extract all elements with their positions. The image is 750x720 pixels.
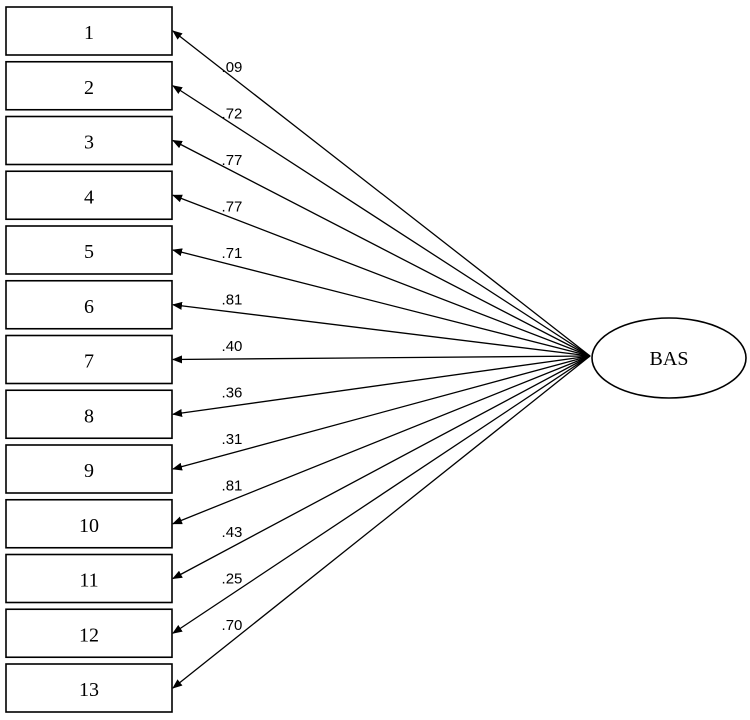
item-box-rect bbox=[5, 334, 173, 385]
item-label: 7 bbox=[84, 351, 94, 373]
item-label: 11 bbox=[79, 570, 98, 592]
paths-layer: .09 .72 .77 .77 .71 .81 .40 .36 .31 .81 .43 .25 .70 bbox=[172, 30, 591, 689]
path-arrow-12 bbox=[172, 355, 591, 634]
loading-label: .77 bbox=[222, 152, 243, 169]
item-box-rect bbox=[5, 389, 173, 440]
loading-label: .71 bbox=[222, 245, 243, 262]
item-box-12: 12 bbox=[5, 608, 173, 659]
item-box-rect bbox=[5, 444, 173, 494]
item-label: 13 bbox=[79, 679, 99, 701]
item-box-3: 3 bbox=[5, 115, 173, 166]
loading-label: .70 bbox=[222, 617, 243, 634]
item-label: 12 bbox=[79, 624, 99, 646]
item-box-rect bbox=[5, 60, 173, 111]
path-arrow-11 bbox=[172, 355, 591, 580]
item-box-4: 4 bbox=[5, 170, 173, 221]
loading-label: .25 bbox=[222, 571, 243, 588]
item-label: 2 bbox=[84, 77, 94, 99]
loading-label: .43 bbox=[222, 524, 243, 541]
path-arrow-4 bbox=[172, 194, 591, 357]
item-label: 8 bbox=[84, 405, 94, 427]
item-box-rect bbox=[5, 663, 173, 713]
item-box-11: 11 bbox=[5, 553, 173, 604]
item-box-rect bbox=[5, 6, 173, 56]
path-arrow-6 bbox=[172, 301, 591, 357]
path-arrow-5 bbox=[172, 248, 591, 357]
path-arrow-13 bbox=[172, 355, 591, 689]
loading-label: .72 bbox=[222, 105, 243, 122]
loading-label: .09 bbox=[222, 59, 243, 76]
path-arrow-7 bbox=[172, 355, 591, 364]
path-arrow-9 bbox=[172, 355, 591, 471]
item-box-rect bbox=[5, 498, 173, 549]
loading-label: .81 bbox=[222, 478, 243, 495]
item-box-10: 10 bbox=[5, 498, 173, 549]
item-label: 3 bbox=[84, 132, 94, 154]
item-box-9: 9 bbox=[5, 444, 173, 494]
path-arrow-10 bbox=[172, 355, 591, 525]
item-box-rect bbox=[5, 170, 173, 221]
item-label: 1 bbox=[84, 22, 94, 44]
factor-label: BAS bbox=[650, 348, 689, 370]
factor-ellipse bbox=[591, 317, 747, 399]
item-label: 10 bbox=[79, 515, 99, 537]
item-box-1: 1 bbox=[5, 6, 173, 56]
factor-node: BAS bbox=[591, 317, 747, 399]
loading-label: .81 bbox=[222, 291, 243, 308]
item-box-5: 5 bbox=[5, 225, 173, 275]
item-box-8: 8 bbox=[5, 389, 173, 440]
item-label: 9 bbox=[84, 460, 94, 482]
loading-label: .36 bbox=[222, 385, 243, 402]
path-arrow-3 bbox=[172, 139, 591, 357]
item-box-13: 13 bbox=[5, 663, 173, 713]
item-box-rect bbox=[5, 608, 173, 659]
item-label: 6 bbox=[84, 296, 94, 318]
item-box-6: 6 bbox=[5, 279, 173, 330]
item-box-rect bbox=[5, 553, 173, 604]
path-arrow-1 bbox=[172, 30, 591, 357]
path-arrow-8 bbox=[172, 355, 591, 417]
item-label: 5 bbox=[84, 241, 94, 263]
loading-label: .40 bbox=[222, 338, 243, 355]
item-box-rect bbox=[5, 279, 173, 330]
loading-label: .31 bbox=[222, 431, 243, 448]
loading-label: .77 bbox=[222, 198, 243, 215]
path-arrow-2 bbox=[172, 85, 591, 357]
item-box-7: 7 bbox=[5, 334, 173, 385]
item-label: 4 bbox=[84, 186, 94, 208]
item-box-2: 2 bbox=[5, 60, 173, 111]
item-box-rect bbox=[5, 225, 173, 275]
item-box-rect bbox=[5, 115, 173, 166]
